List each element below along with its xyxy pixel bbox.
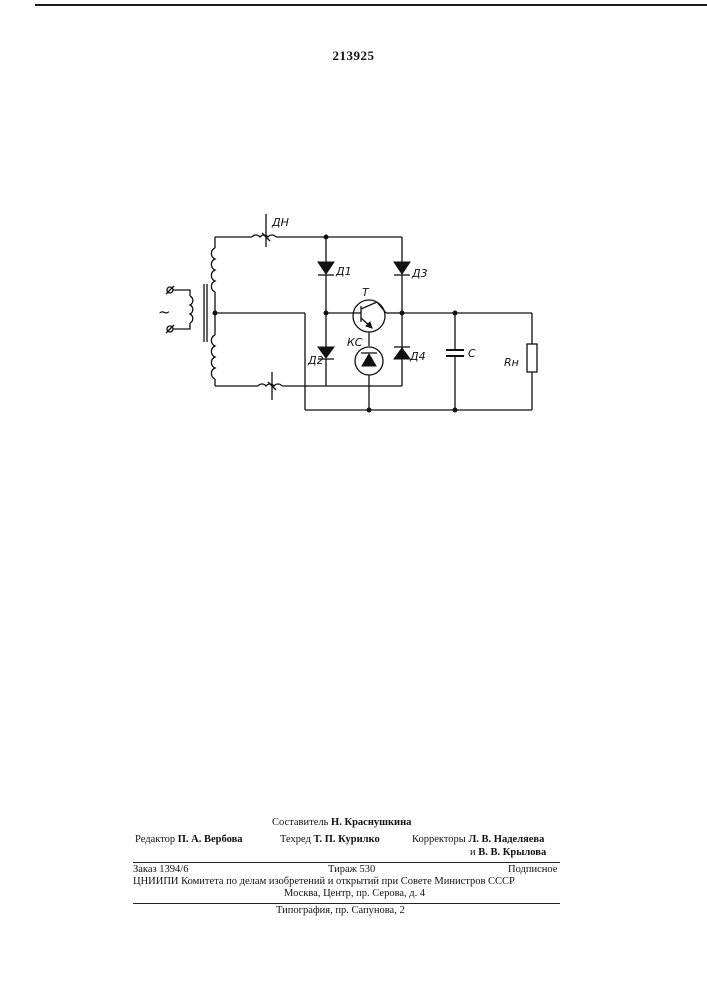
transformer-primary <box>190 296 193 323</box>
transistor-t: Т <box>352 286 402 332</box>
corrector2-line: и В. В. Крылова <box>470 847 546 858</box>
address: Москва, Центр, пр. Серова, д. 4 <box>284 888 425 899</box>
footer-rule-top <box>133 862 560 863</box>
transformer-secondary <box>211 237 305 410</box>
svg-text:Д1: Д1 <box>335 265 352 278</box>
ac-symbol: ~ <box>158 303 171 321</box>
svg-text:Д2: Д2 <box>307 354 324 367</box>
diode-d3: Д3 <box>394 237 428 313</box>
svg-text:Т: Т <box>362 286 370 299</box>
svg-text:Д3: Д3 <box>411 267 428 280</box>
circulation: Тираж 530 <box>328 864 375 875</box>
techred-line: Техред Т. П. Курилко <box>280 834 380 845</box>
choke-lower <box>215 372 335 400</box>
svg-text:Rн: Rн <box>504 356 519 369</box>
ac-source: ~ <box>158 286 190 333</box>
zener-ks: КС <box>347 332 383 410</box>
svg-text:КС: КС <box>347 336 363 349</box>
diode-d2: Д2 <box>307 313 334 386</box>
order-number: Заказ 1394/6 <box>133 864 188 875</box>
capacitor-c: С <box>446 313 476 410</box>
diode-d1: Д1 <box>318 237 352 313</box>
editor-line: Редактор П. А. Вербова <box>135 834 243 845</box>
diode-d4: Д4 <box>394 313 426 386</box>
svg-text:С: С <box>468 347 476 360</box>
printing-house: Типография, пр. Сапунова, 2 <box>276 905 405 916</box>
choke-label: ДН <box>271 216 289 229</box>
correctors-line: Корректоры Л. В. Наделяева <box>412 834 544 845</box>
svg-text:Д4: Д4 <box>409 350 426 363</box>
footer-rule-bottom <box>133 903 560 904</box>
institute: ЦНИИПИ Комитета по делам изобретений и о… <box>133 876 515 887</box>
subscription: Подписное <box>508 864 557 875</box>
choke-dn: ДН <box>215 214 402 247</box>
load-resistor: Rн <box>504 313 537 410</box>
compiler-line: Составитель Н. Краснушкина <box>272 817 411 828</box>
